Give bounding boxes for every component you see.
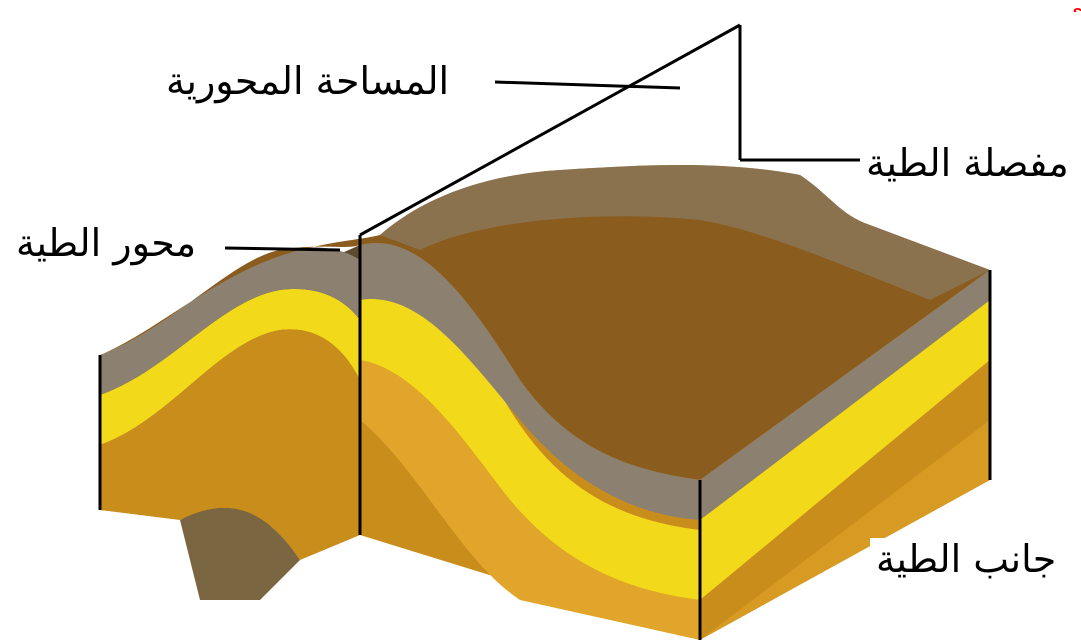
front-face-right xyxy=(360,238,700,641)
axial-plane-label: المساحة المحورية xyxy=(160,60,456,102)
right-side-face xyxy=(700,270,990,640)
top-surface xyxy=(100,165,990,480)
corner-mark: ي xyxy=(1066,0,1081,12)
fold-limb-label: جانب الطية xyxy=(870,538,1063,580)
axial-plane-edge-line xyxy=(359,23,741,237)
axis-pointer xyxy=(224,246,341,252)
fold-axis-label: محور الطية xyxy=(10,222,203,264)
pointer-lines xyxy=(98,23,992,640)
front-face-left xyxy=(100,245,360,600)
fold-hinge-label: مفصلة الطية xyxy=(860,142,1075,184)
axial-plane-pointer xyxy=(494,80,681,90)
